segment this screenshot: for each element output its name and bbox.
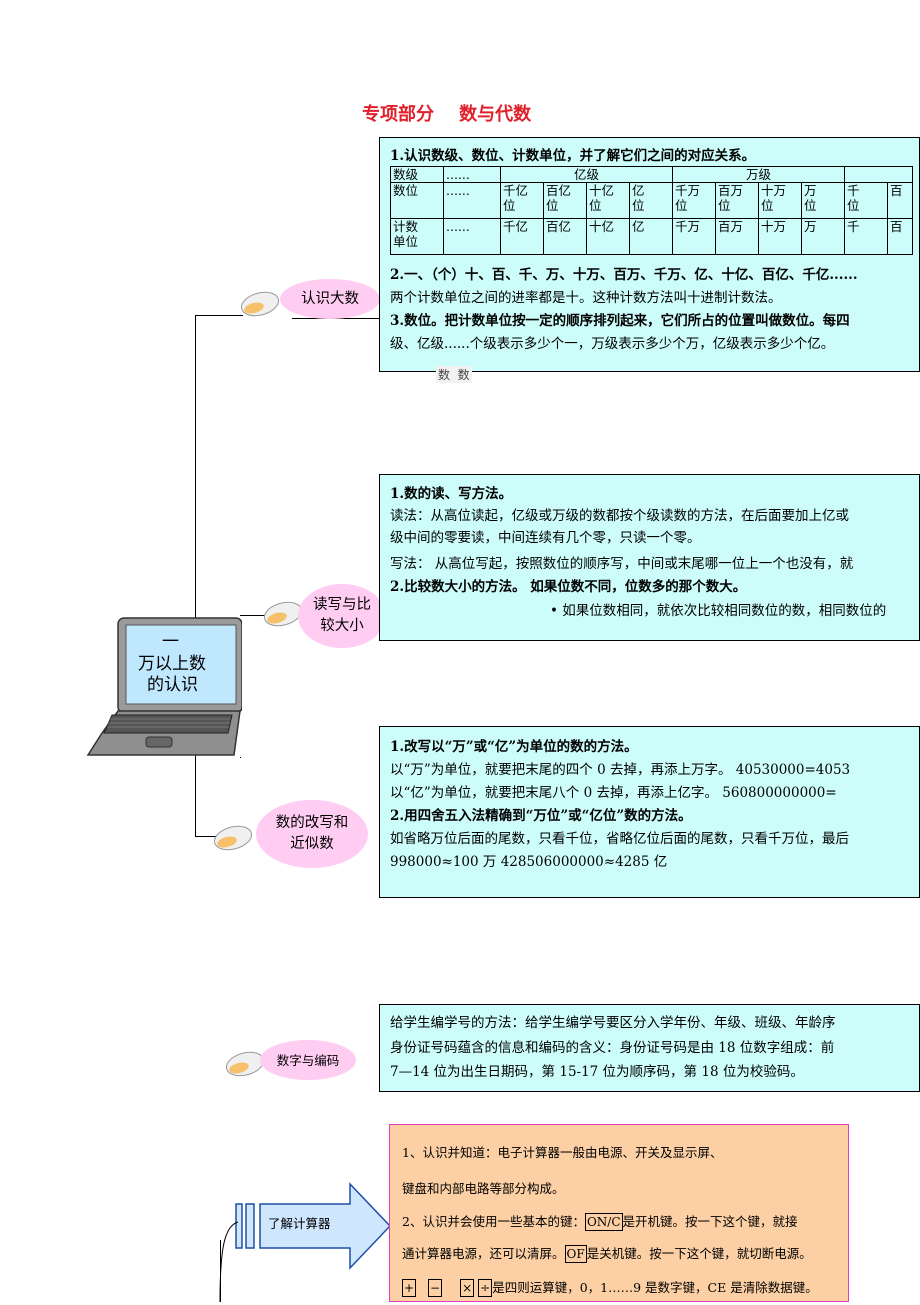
mouse-icon	[213, 825, 253, 851]
paragraph: 如省略万位后面的尾数，只看千位，省略亿位后面的尾数，只看千万位，最后	[390, 831, 849, 847]
place-value-table: 数级 ...... 亿级 万级 数位 ...... 千亿 位 百亿 位 十亿 位…	[390, 166, 913, 255]
stray-text: 数 数	[436, 366, 472, 383]
table-cell: ......	[443, 182, 501, 219]
section-read-write: 1.数的读、写方法。 读法：从高位读起，亿级或万级的数都按个级读数的方法，在后面…	[379, 474, 920, 641]
table-cell: 万级	[672, 166, 845, 183]
paragraph: 1.数的读、写方法。	[390, 486, 513, 502]
branch-1	[195, 315, 243, 316]
topic-big-numbers[interactable]: 认识大数	[280, 279, 380, 319]
laptop-title-line2: 的认识	[147, 675, 198, 695]
paragraph: 以“亿”为单位，就要把末尾八个 0 去掉，再添上亿字。 560800000000…	[390, 785, 837, 801]
table-cell: 万 位	[801, 182, 845, 219]
paragraph: 2.用四舍五入法精确到“万位”或“亿位”数的方法。	[390, 808, 692, 824]
table-cell: 千万 位	[672, 182, 716, 219]
branch-3b	[240, 757, 241, 758]
mouse-icon	[240, 291, 280, 317]
divide-key: ÷	[478, 1279, 493, 1297]
table-cell: 数级	[390, 166, 444, 183]
topic-label: 认识大数	[301, 290, 359, 307]
paragraph: 级、亿级......个级表示多少个一，万级表示多少个万，亿级表示多少个亿。	[390, 336, 835, 352]
table-cell: 十亿 位	[586, 182, 630, 219]
paragraph: 两个计数单位之间的进率都是十。这种计数方法叫十进制计数法。	[390, 290, 782, 306]
topic-calculator[interactable]: 了解计算器	[268, 1216, 331, 1231]
table-cell: 十万 位	[758, 182, 802, 219]
table-cell: ......	[443, 166, 501, 183]
minus-key: −	[428, 1279, 443, 1297]
paragraph: 以“万”为单位，就要把末尾的四个 0 去掉，再添上万字。 40530000=40…	[390, 762, 851, 778]
heading: 1.认识数级、数位、计数单位，并了解它们之间的对应关系。	[390, 148, 756, 164]
table-cell: 亿级	[500, 166, 673, 183]
laptop-number: 一	[162, 632, 179, 652]
table-cell: 千万	[672, 218, 716, 255]
paragraph: 给学生编学号的方法：给学生编学号要区分入学年份、年级、班级、年龄序	[390, 1015, 836, 1031]
paragraph: 级中间的零要读，中间连续有几个零，只读一个零。	[390, 530, 701, 546]
table-cell: 亿	[629, 218, 673, 255]
paragraph: 998000≈100 万 428506000000≈4285 亿	[390, 854, 668, 870]
topic-read-write-compare[interactable]: 读写与比较大小	[298, 584, 386, 648]
paragraph: 读法：从高位读起，亿级或万级的数都按个级读数的方法，在后面要加上亿或	[390, 508, 849, 524]
table-cell: ......	[443, 218, 501, 255]
paragraph: 键盘和内部电路等部分构成。	[402, 1181, 565, 1196]
table-cell: 千亿 位	[500, 182, 544, 219]
paragraph: 身份证号码蕴含的信息和编码的含义：身份证号码是由 18 位数字组成：前	[390, 1040, 835, 1056]
topic-label: 数的改写和近似数	[275, 815, 349, 852]
topic-number-coding[interactable]: 数字与编码	[260, 1040, 356, 1080]
paragraph: 2.一、（个）十、百、千、万、十万、百万、千万、亿、十亿、百亿、千亿......	[390, 267, 858, 283]
paragraph: • 如果位数相同，就依次比较相同数位的数，相同数位的	[550, 603, 887, 619]
table-row-label: 计数 单位	[390, 218, 444, 255]
plus-key: +	[402, 1279, 417, 1297]
on-c-key: ON/C	[584, 1213, 623, 1231]
table-cell: 十万	[758, 218, 802, 255]
topic-rewrite-approx[interactable]: 数的改写和近似数	[256, 800, 368, 868]
page-title: 专项部分 数与代数	[362, 104, 532, 125]
table-cell: 百万	[715, 218, 759, 255]
connector-curve	[219, 1221, 239, 1302]
paragraph: 写法： 从高位写起，按照数位的顺序写，中间或末尾哪一位上一个也没有，就	[390, 556, 854, 572]
topic-label: 读写与比较大小	[313, 597, 371, 634]
paragraph: 2.比较数大小的方法。 如果位数不同，位数多的那个数大。	[390, 579, 747, 595]
section-rewrite-approx: 1.改写以“万”或“亿”为单位的数的方法。 以“万”为单位，就要把末尾的四个 0…	[379, 726, 920, 898]
laptop-title-line1: 万以上数	[138, 654, 206, 674]
table-cell: 十亿	[586, 218, 630, 255]
table-cell: 亿 位	[629, 182, 673, 219]
table-row-label: 数位	[390, 182, 444, 219]
paragraph: + − × ÷是四则运算键，0，1……9 是数字键，CE 是清除数据键。	[402, 1279, 818, 1297]
table-cell: 百亿	[543, 218, 587, 255]
section-calculator: 1、认识并知道：电子计算器一般由电源、开关及显示屏、 键盘和内部电路等部分构成。…	[389, 1124, 849, 1302]
table-cell: 千 位	[844, 182, 888, 219]
off-key: OF	[564, 1245, 587, 1263]
times-key: ×	[460, 1279, 475, 1297]
section-number-coding: 给学生编学号的方法：给学生编学号要区分入学年份、年级、班级、年龄序 身份证号码蕴…	[379, 1004, 920, 1092]
tree-trunk	[195, 315, 196, 837]
table-cell: 万	[801, 218, 845, 255]
table-cell: 百万 位	[715, 182, 759, 219]
table-cell: 千亿	[500, 218, 544, 255]
laptop-icon	[86, 617, 242, 756]
table-cell: 百亿 位	[543, 182, 587, 219]
table-cell: 百	[887, 182, 913, 219]
branch-3	[195, 836, 217, 837]
arrow-right-icon	[235, 1182, 392, 1270]
paragraph: 7—14 位为出生日期码，第 15-17 位为顺序码，第 18 位为校验码。	[390, 1064, 804, 1080]
paragraph: 3.数位。把计数单位按一定的顺序排列起来，它们所占的位置叫做数位。每四	[390, 313, 850, 329]
table-cell	[844, 166, 913, 183]
topic-label: 数字与编码	[276, 1052, 340, 1068]
paragraph: 1.改写以“万”或“亿”为单位的数的方法。	[390, 739, 638, 755]
mouse-icon	[225, 1051, 265, 1077]
table-cell: 千	[844, 218, 888, 255]
table-cell: 百	[887, 218, 913, 255]
section-big-numbers: 1.认识数级、数位、计数单位，并了解它们之间的对应关系。 数级 ...... 亿…	[379, 137, 920, 372]
paragraph: 1、认识并知道：电子计算器一般由电源、开关及显示屏、	[402, 1145, 723, 1160]
